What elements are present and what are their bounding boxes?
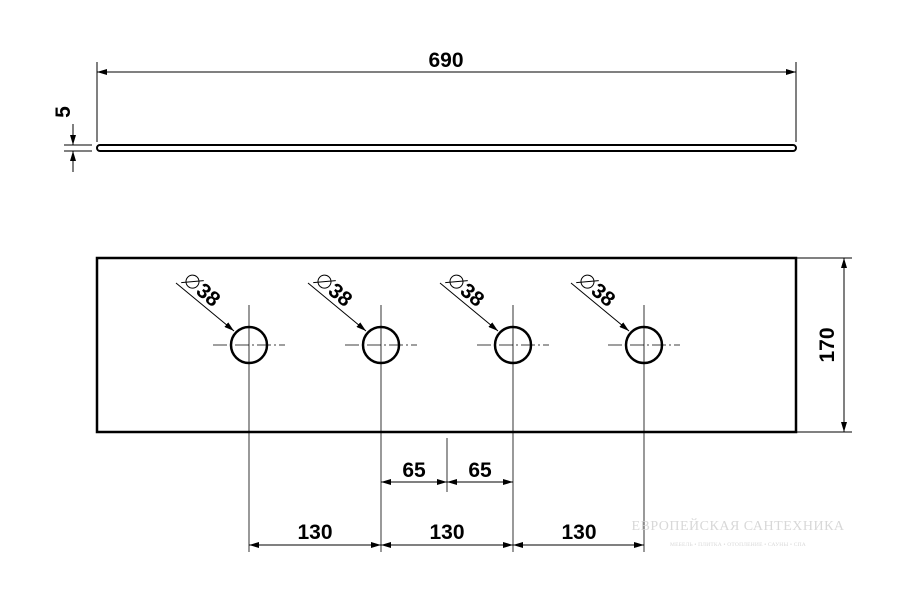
- diameter-symbol-icon: [185, 274, 200, 289]
- watermark-title: ЕВРОПЕЙСКАЯ САНТЕХНИКА: [631, 517, 844, 534]
- watermark: ЕВРОПЕЙСКАЯ САНТЕХНИКА МЕБЕЛЬ • ПЛИТКА •…: [631, 517, 844, 548]
- spacing-label-1: 130: [297, 521, 332, 544]
- thickness-label: 5: [52, 106, 75, 118]
- spacing-label-2: 130: [429, 521, 464, 544]
- half-spacing-label-right: 65: [468, 459, 492, 482]
- diameter-leader: [570, 282, 630, 332]
- height-label: 170: [816, 327, 839, 362]
- length-dimension-label: 690: [428, 49, 463, 72]
- front-view: 170 38 38: [95, 256, 852, 552]
- diameter-symbol-slash: [313, 280, 336, 284]
- diameter-leader: [439, 282, 499, 332]
- side-view: 690 5: [52, 49, 797, 172]
- spacing-label-3: 130: [561, 521, 596, 544]
- plate-profile: [96, 144, 797, 152]
- diameter-symbol-slash: [445, 280, 468, 284]
- half-spacing-label-left: 65: [402, 459, 426, 482]
- diameter-symbol-icon: [317, 274, 332, 289]
- diameter-symbol-slash: [576, 280, 599, 284]
- diameter-symbol-slash: [181, 280, 204, 284]
- diameter-symbol-icon: [580, 274, 595, 289]
- diameter-symbol-icon: [449, 274, 464, 289]
- diameter-leader: [307, 282, 367, 332]
- diameter-leader: [175, 282, 235, 332]
- watermark-subtitle: МЕБЕЛЬ • ПЛИТКА • ОТОПЛЕНИЕ • САУНЫ • СП…: [670, 542, 806, 548]
